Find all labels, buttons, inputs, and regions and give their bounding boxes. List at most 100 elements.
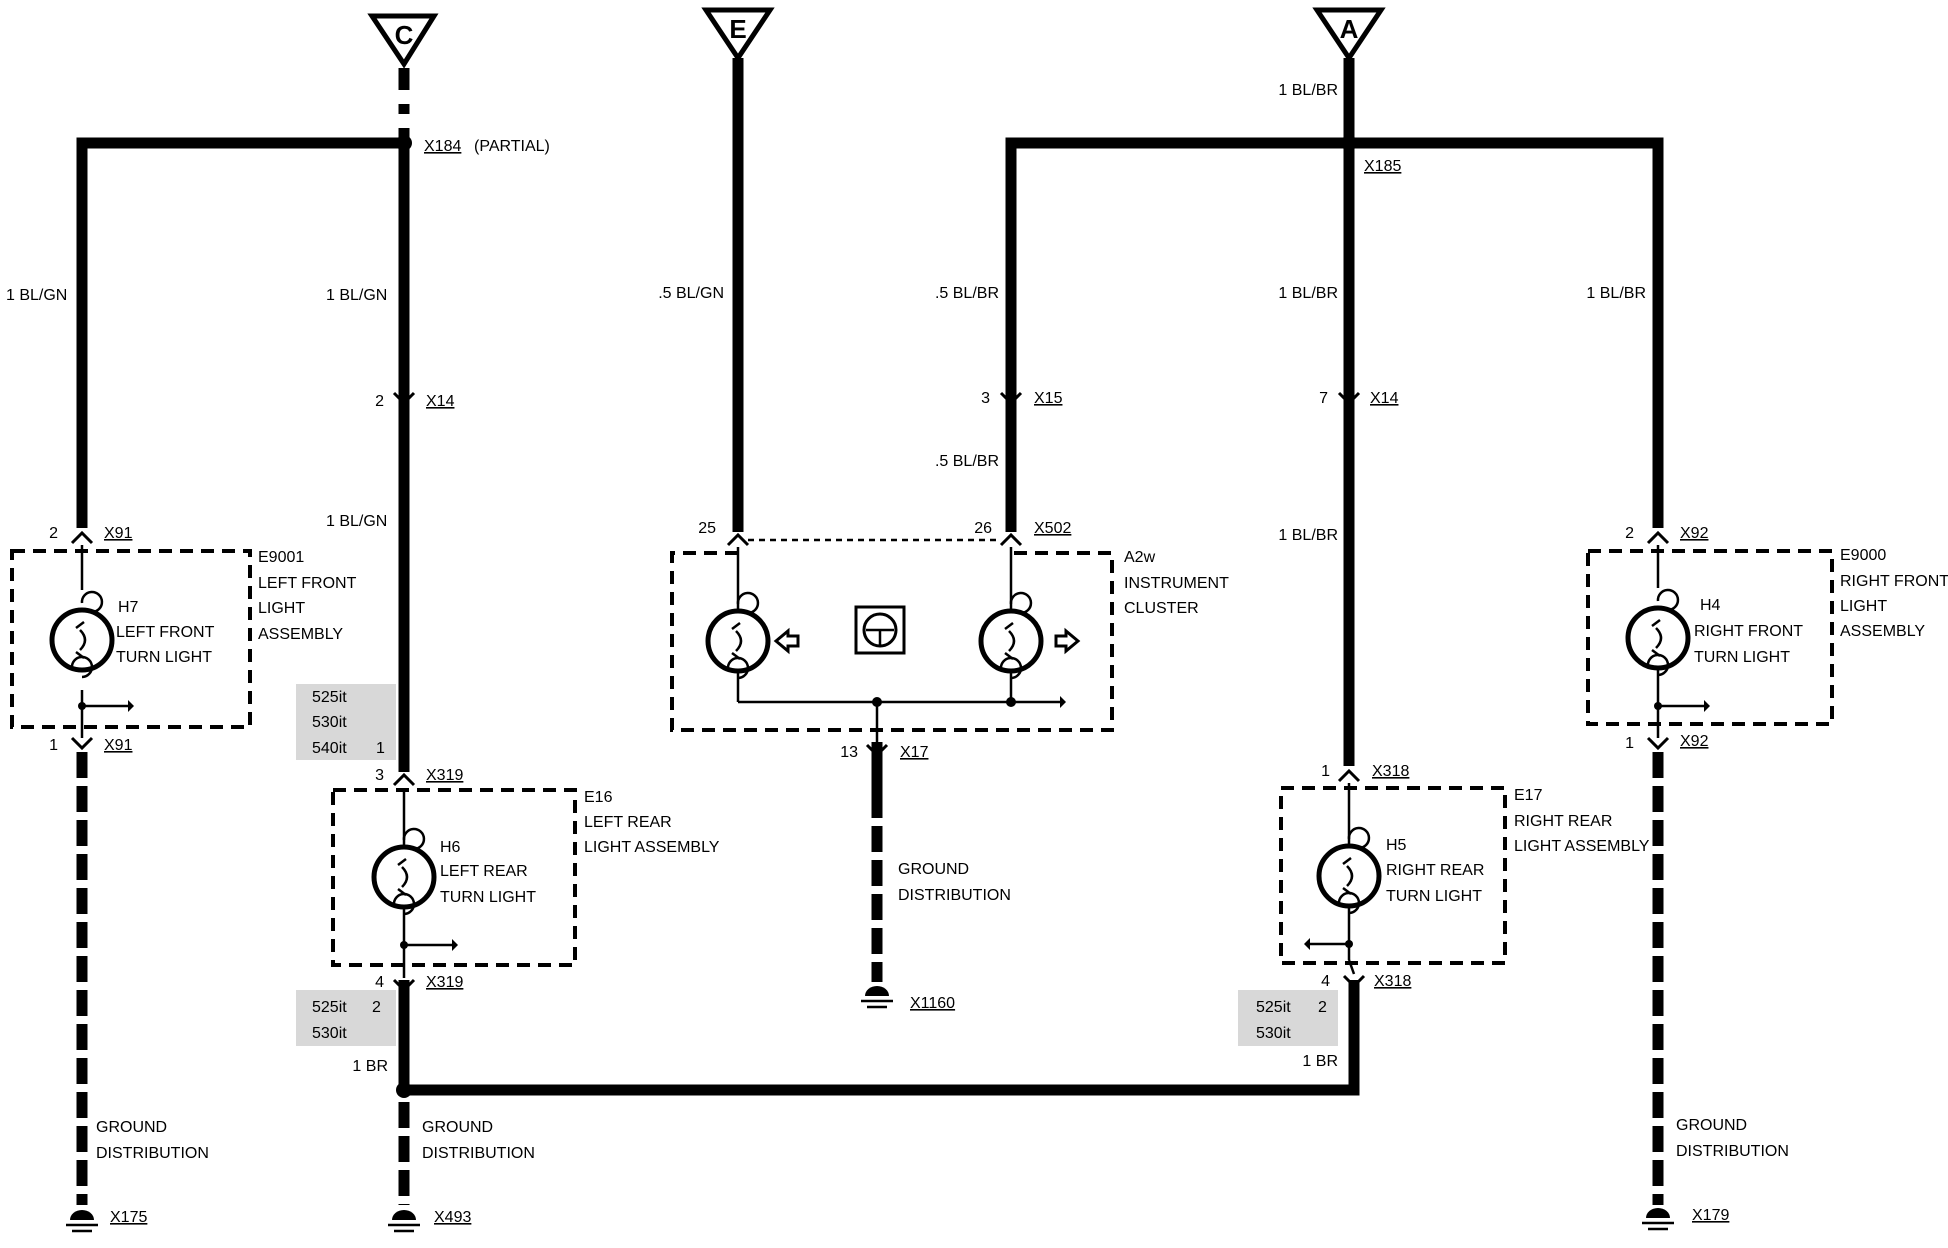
connector-pins xyxy=(70,391,1670,993)
x91-bot-label: X91 xyxy=(104,737,133,754)
x91-bot-pin: 1 xyxy=(49,737,58,754)
variant-ul-row3: 540it xyxy=(312,740,347,757)
h4-line2: TURN LIGHT xyxy=(1694,649,1790,666)
x91-top-pin: 2 xyxy=(49,525,58,542)
ground-x493-label1: GROUND xyxy=(422,1119,493,1136)
h5-bulb xyxy=(1316,843,1382,909)
wire-ground-bus xyxy=(404,980,1360,1096)
pin-x92-top xyxy=(1646,530,1670,545)
h5-line2: TURN LIGHT xyxy=(1386,888,1482,905)
x14-left-label: X14 xyxy=(426,393,455,410)
variant-ul-row1: 525it xyxy=(312,689,347,706)
x318-top-pin: 1 xyxy=(1321,763,1330,780)
h4-bulb xyxy=(1625,605,1691,671)
pin-x318-bottom xyxy=(1342,974,1366,989)
wire-cluster-feed xyxy=(1005,137,1349,532)
pin-x15 xyxy=(999,391,1023,406)
a2w-ground-arrow-icon xyxy=(1060,696,1066,708)
ground-x1160-label1: GROUND xyxy=(898,861,969,878)
ground-x1160-icon xyxy=(861,986,893,1009)
e9000-line2: LIGHT xyxy=(1840,598,1887,615)
variant-ul-row3-pin: 1 xyxy=(376,740,385,757)
x14-right-pin: 7 xyxy=(1319,390,1328,407)
x17-label: X17 xyxy=(900,744,929,761)
connector-e: E xyxy=(701,7,775,63)
x319-top-label: X319 xyxy=(426,767,463,784)
pin-x17 xyxy=(865,743,889,758)
wire-label-right-front: 1 BL/BR xyxy=(1586,285,1646,302)
ground-x493-label2: DISTRIBUTION xyxy=(422,1145,535,1162)
h5-line1: RIGHT REAR xyxy=(1386,862,1484,879)
ground-x493-icon xyxy=(388,1210,420,1233)
x318-bot-label: X318 xyxy=(1374,973,1411,990)
h5-ground-arrow-icon xyxy=(1304,938,1310,950)
e17-line2: LIGHT ASSEMBLY xyxy=(1514,838,1650,855)
component-e17 xyxy=(1279,783,1507,975)
e9000-line1: RIGHT FRONT xyxy=(1840,573,1948,590)
wire-label-cluster-feed: .5 BL/BR xyxy=(935,285,999,302)
x319-bot-pin: 4 xyxy=(375,974,384,991)
x14-left-pin: 2 xyxy=(375,393,384,410)
e9000-id: E9000 xyxy=(1840,547,1886,564)
pin-x14-left xyxy=(392,391,416,406)
labels: X184 (PARTIAL) X185 1 BL/BR 1 BL/GN 1 BL… xyxy=(6,82,1948,1226)
h6-line2: TURN LIGHT xyxy=(440,889,536,906)
pin-x318-top xyxy=(1337,768,1361,783)
x319-top-pin: 3 xyxy=(375,767,384,784)
variant-lr-row1: 525it xyxy=(1256,999,1291,1016)
x319-bot-label: X319 xyxy=(426,974,463,991)
pin-x91-top xyxy=(70,530,94,545)
x15-label: X15 xyxy=(1034,390,1063,407)
wire-label-cluster-feed-lower: .5 BL/BR xyxy=(935,453,999,470)
wiring-harness xyxy=(76,58,1664,1096)
x92-bot-label: X92 xyxy=(1680,733,1709,750)
variant-lr-row2: 530it xyxy=(1256,1025,1291,1042)
ground-x175-label1: GROUND xyxy=(96,1119,167,1136)
splice-ground-dot xyxy=(396,1082,412,1098)
h5-filament-icon xyxy=(1342,857,1354,895)
x92-bot-pin: 1 xyxy=(1625,735,1634,752)
wire-left-front-feed xyxy=(76,137,404,528)
h4-ground-arrow-icon xyxy=(1704,700,1710,712)
wire-label-left-front: 1 BL/GN xyxy=(6,287,67,304)
a2w-boundary xyxy=(670,551,1114,732)
x318-bot-pin: 4 xyxy=(1321,973,1330,990)
h6-line1: LEFT REAR xyxy=(440,863,528,880)
ground-wires xyxy=(76,752,1664,1205)
wire-right-front-feed xyxy=(1349,137,1664,528)
connector-c: C xyxy=(367,13,439,69)
splice-x184-note: (PARTIAL) xyxy=(474,138,550,155)
h6-filament-icon xyxy=(397,858,409,896)
variant-ll-row1: 525it xyxy=(312,999,347,1016)
wire-label-right-gnd: 1 BR xyxy=(1302,1053,1338,1070)
ground-x1160-label2: DISTRIBUTION xyxy=(898,887,1011,904)
component-a2w xyxy=(670,538,1114,742)
x14-right-label: X14 xyxy=(1370,390,1399,407)
e16-boundary xyxy=(331,788,577,967)
x91-top-label: X91 xyxy=(104,525,133,542)
h6-ground-arrow-icon xyxy=(452,939,458,951)
h4-line1: RIGHT FRONT xyxy=(1694,623,1803,640)
e17-boundary xyxy=(1279,786,1507,965)
right-turn-arrow-icon xyxy=(1054,627,1081,655)
e9000-line3: ASSEMBLY xyxy=(1840,623,1925,640)
e9001-line2: LIGHT xyxy=(258,600,305,617)
x502-label: X502 xyxy=(1034,520,1071,537)
variant-block-lower-left xyxy=(296,990,396,1046)
x502-pin-26: 26 xyxy=(974,520,992,537)
left-turn-indicator-bulb xyxy=(705,608,771,674)
x92-top-pin: 2 xyxy=(1625,525,1634,542)
h4-id: H4 xyxy=(1700,597,1721,614)
pin-x319-top xyxy=(392,772,416,787)
wire-label-e-main: .5 BL/GN xyxy=(658,285,724,302)
ground-x179-label1: GROUND xyxy=(1676,1117,1747,1134)
x318-top-label: X318 xyxy=(1372,763,1409,780)
variant-block-lower-right xyxy=(1238,990,1338,1046)
x92-top-label: X92 xyxy=(1680,525,1709,542)
splice-x184-label: X184 xyxy=(424,138,461,155)
x15-pin: 3 xyxy=(981,390,990,407)
wire-label-c-main: 1 BL/GN xyxy=(326,287,387,304)
variant-ll-row1-pin: 2 xyxy=(372,999,381,1016)
e16-id: E16 xyxy=(584,789,613,806)
variant-lr-row1-pin: 2 xyxy=(1318,999,1327,1016)
